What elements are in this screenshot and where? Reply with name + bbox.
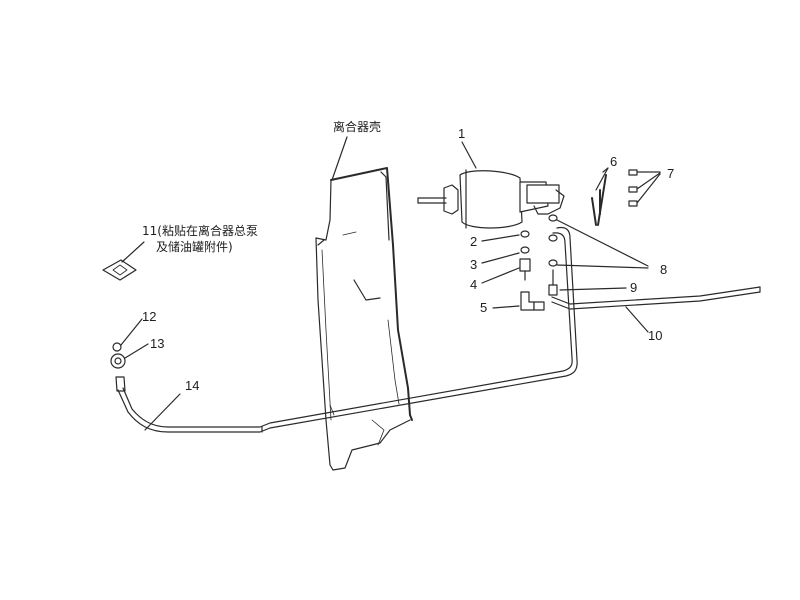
callout-3: 3: [470, 257, 477, 272]
leader-5: [492, 305, 520, 309]
fittings-stack: [481, 230, 531, 284]
callout-4: 4: [470, 277, 477, 292]
callout-2: 2: [470, 234, 477, 249]
connector-9: [548, 269, 627, 296]
leader-7b: [636, 172, 661, 190]
warning-plate: [102, 241, 145, 281]
callout-12: 12: [142, 309, 156, 324]
elbow-fitting: [492, 291, 545, 311]
master-cylinder: [417, 141, 565, 229]
callout-7: 7: [667, 166, 674, 181]
leader-11: [121, 241, 145, 263]
leader-14: [144, 393, 181, 431]
leader-8b: [556, 264, 649, 269]
note-11-line-2: 及储油罐附件): [156, 239, 233, 254]
callout-13: 13: [150, 336, 164, 351]
leader-6b: [595, 167, 609, 191]
leader-13: [124, 343, 149, 359]
leader-7c: [636, 173, 661, 204]
washers-8: [548, 214, 649, 269]
screws-6: [591, 167, 609, 226]
callout-5: 5: [480, 300, 487, 315]
leader-12: [120, 318, 143, 346]
leader-1: [461, 141, 477, 169]
callout-1: 1: [458, 126, 465, 141]
leader-10: [625, 306, 649, 333]
leader-4: [481, 267, 520, 284]
callout-14: 14: [185, 378, 199, 393]
screws-7: [628, 169, 661, 207]
leader-9: [559, 287, 627, 291]
housing-leader-line: [331, 136, 348, 181]
parts-12-13: [110, 318, 149, 369]
callout-8: 8: [660, 262, 667, 277]
leader-8a: [556, 219, 649, 267]
note-11-line-1: 11(粘贴在离合器总泵: [142, 223, 258, 238]
housing-label: 离合器壳: [333, 119, 381, 134]
pipe-14: [115, 226, 578, 433]
callout-10: 10: [648, 328, 662, 343]
leader-3: [481, 252, 520, 264]
hose-10: [551, 286, 761, 333]
callout-9: 9: [630, 280, 637, 295]
callout-6: 6: [610, 154, 617, 169]
leader-2: [481, 234, 520, 242]
clutch-housing: [315, 136, 413, 471]
